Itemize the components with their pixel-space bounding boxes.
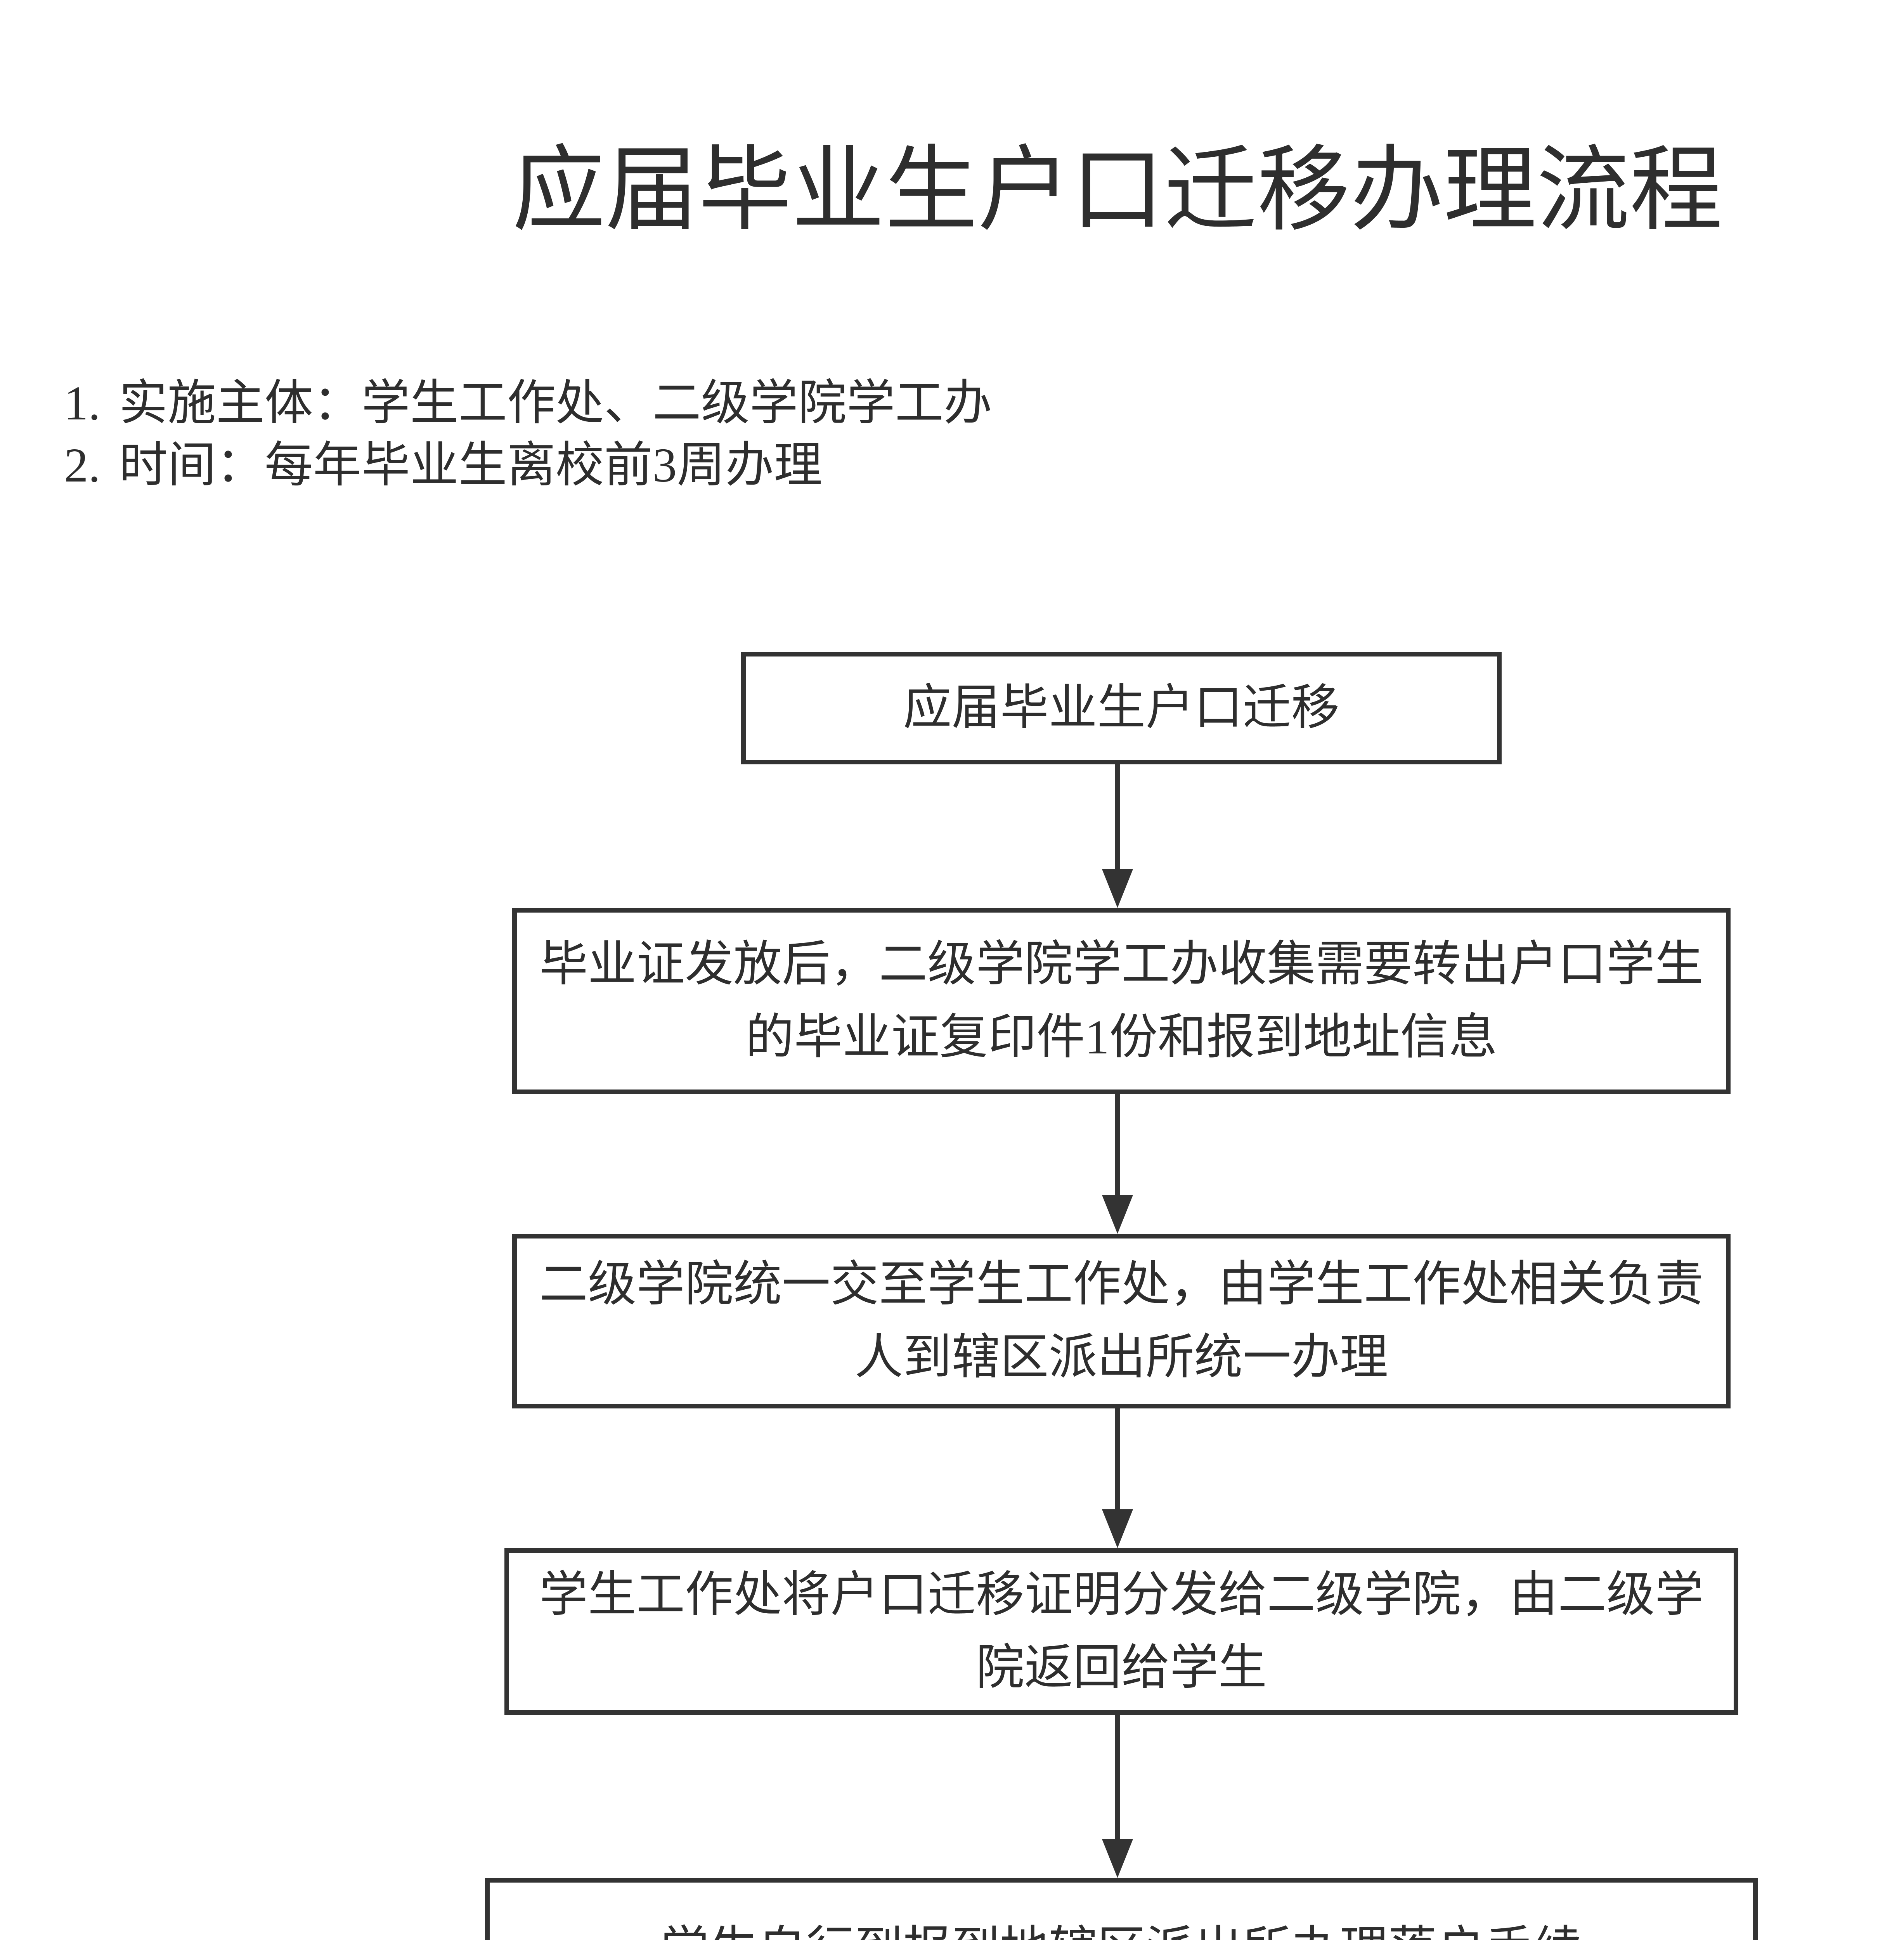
flow-step-4-label: 学生工作处将户口迁移证明分发给二级学院，由二级学院返回给学生 — [539, 1568, 1703, 1695]
note-1-number: 1. — [64, 377, 100, 430]
note-line-1: 1. 实施主体：学生工作处、二级学院学工办 — [64, 372, 992, 435]
page-title: 应届毕业生户口迁移办理流程 — [512, 139, 1723, 242]
flow-connector-2 — [1102, 1094, 1133, 1234]
notes-block: 1. 实施主体：学生工作处、二级学院学工办 2. 时间：每年毕业生离校前3周办理 — [64, 372, 992, 497]
arrow-line — [1115, 764, 1120, 869]
note-1-text: 实施主体：学生工作处、二级学院学工办 — [119, 377, 992, 430]
arrow-down-icon — [1102, 1195, 1133, 1234]
flow-step-5: 学生自行到报到地辖区派出所办理落户手续 — [485, 1878, 1758, 1940]
flow-step-4: 学生工作处将户口迁移证明分发给二级学院，由二级学院返回给学生 — [504, 1548, 1738, 1715]
arrow-down-icon — [1102, 1839, 1133, 1878]
flow-step-5-label: 学生自行到报到地辖区派出所办理落户手续 — [661, 1913, 1582, 1940]
arrow-line — [1115, 1408, 1120, 1509]
flow-step-3-label: 二级学院统一交至学生工作处，由学生工作处相关负责人到辖区派出所统一办理 — [539, 1258, 1703, 1384]
flow-step-2-label: 毕业证发放后，二级学院学工办收集需要转出户口学生的毕业证复印件1份和报到地址信息 — [539, 938, 1703, 1064]
arrow-line — [1115, 1715, 1120, 1839]
flow-step-3: 二级学院统一交至学生工作处，由学生工作处相关负责人到辖区派出所统一办理 — [512, 1234, 1731, 1408]
arrow-down-icon — [1102, 869, 1133, 908]
flow-connector-3 — [1102, 1408, 1133, 1548]
arrow-line — [1115, 1094, 1120, 1195]
flow-step-1-label: 应届毕业生户口迁移 — [903, 681, 1340, 735]
flow-step-2: 毕业证发放后，二级学院学工办收集需要转出户口学生的毕业证复印件1份和报到地址信息 — [512, 908, 1731, 1094]
flow-step-1: 应届毕业生户口迁移 — [741, 652, 1502, 764]
flow-connector-4 — [1102, 1715, 1133, 1878]
flow-connector-1 — [1102, 764, 1133, 908]
note-2-text: 时间：每年毕业生离校前3周办理 — [119, 439, 823, 492]
note-2-number: 2. — [64, 439, 100, 492]
note-line-2: 2. 时间：每年毕业生离校前3周办理 — [64, 435, 992, 497]
arrow-down-icon — [1102, 1509, 1133, 1548]
